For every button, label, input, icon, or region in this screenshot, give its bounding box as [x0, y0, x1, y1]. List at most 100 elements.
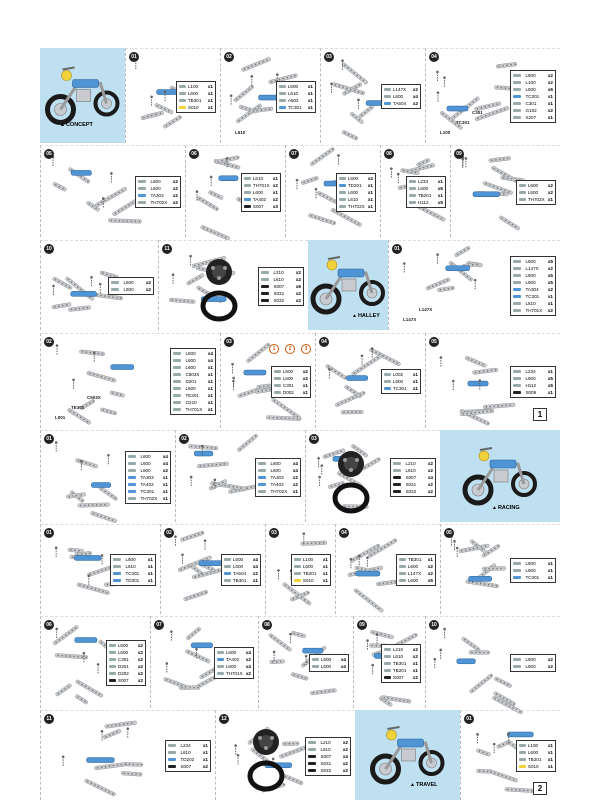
step-number: 02: [44, 337, 54, 347]
step-number: 12: [219, 714, 229, 724]
part-icon: [513, 575, 521, 579]
model-name-halley: HALLEY: [352, 313, 380, 319]
part-qty: x2: [137, 671, 143, 676]
assembly-diagram: [439, 356, 516, 426]
part-icon: [513, 309, 521, 312]
part-qty: x1: [207, 400, 213, 405]
part-icon: [384, 95, 391, 98]
part-icon: [217, 665, 224, 668]
part-code: TB201: [392, 667, 407, 673]
part-icon: [384, 654, 391, 658]
part-icon: [312, 658, 319, 661]
part-code: TA304: [525, 287, 539, 292]
part-qty: x1: [427, 557, 433, 562]
part-icon: [513, 561, 521, 565]
motorbike-illustration: [310, 256, 385, 315]
part-code: L147X: [525, 266, 539, 271]
part-qty: x2: [547, 664, 553, 669]
step-number: 05: [444, 528, 454, 538]
part-code: C301: [525, 101, 537, 106]
part-code: D002: [282, 389, 294, 395]
part-icon: [109, 651, 116, 654]
part-code: L147X: [407, 571, 422, 576]
part-qty: x2: [302, 375, 308, 381]
part-qty: x2: [272, 182, 278, 188]
sub-step-badge: 1: [269, 344, 279, 354]
part-icon: [258, 475, 266, 479]
part-qty: x2: [412, 101, 418, 106]
part-code: L600: [185, 365, 196, 370]
part-qty: x4: [245, 650, 251, 655]
part-qty: x1: [367, 196, 373, 202]
part-qty: x2: [427, 467, 433, 473]
part-code: S031: [320, 760, 332, 766]
part-icon: [513, 281, 521, 284]
part-icon: [258, 461, 266, 465]
part-qty: x1: [207, 407, 213, 412]
part-icon: [138, 180, 146, 183]
part-qty: x1: [302, 389, 308, 395]
part-code: L234: [417, 179, 429, 184]
part-code: L610: [405, 467, 416, 473]
part-qty: x4: [252, 557, 258, 562]
wheel-parts-icon: [200, 259, 238, 322]
assembly-diagram: [54, 441, 118, 523]
part-icon: [513, 102, 521, 105]
part-code: S010: [527, 764, 539, 769]
part-icon: [339, 176, 346, 180]
part-icon: [173, 401, 181, 404]
part-code: L600: [150, 179, 161, 184]
part-icon: [168, 765, 176, 768]
part-code: TC301: [125, 571, 140, 576]
motorbike-illustration: [45, 66, 120, 125]
part-qty: x5: [427, 578, 433, 583]
part-code: S007: [320, 753, 332, 759]
part-icon: [274, 383, 281, 387]
part-icon: [308, 740, 316, 744]
part-icon: [308, 761, 316, 765]
part-row: D002 x1: [274, 389, 308, 396]
part-code: L234: [525, 368, 536, 374]
part-callout: L147X: [419, 307, 433, 312]
part-icon: [399, 565, 406, 568]
part-icon: [279, 98, 286, 102]
part-code: L600: [525, 664, 536, 669]
part-icon: [111, 288, 119, 291]
part-code: L002: [392, 372, 404, 377]
part-row: L610 x2: [393, 467, 433, 474]
part-qty: x2: [342, 760, 348, 766]
part-code: L600: [287, 83, 299, 89]
part-qty: x2: [295, 276, 301, 282]
part-icon: [384, 373, 391, 376]
part-qty: x2: [412, 674, 418, 680]
part-code: L600: [347, 189, 359, 195]
step-number: 06: [44, 620, 54, 630]
part-qty: x4: [340, 664, 346, 669]
part-code: L600: [392, 94, 404, 99]
part-qty: x2: [295, 290, 301, 296]
part-qty: x1: [252, 578, 258, 583]
part-code: TB301: [407, 557, 422, 562]
part-qty: x1: [202, 743, 208, 748]
